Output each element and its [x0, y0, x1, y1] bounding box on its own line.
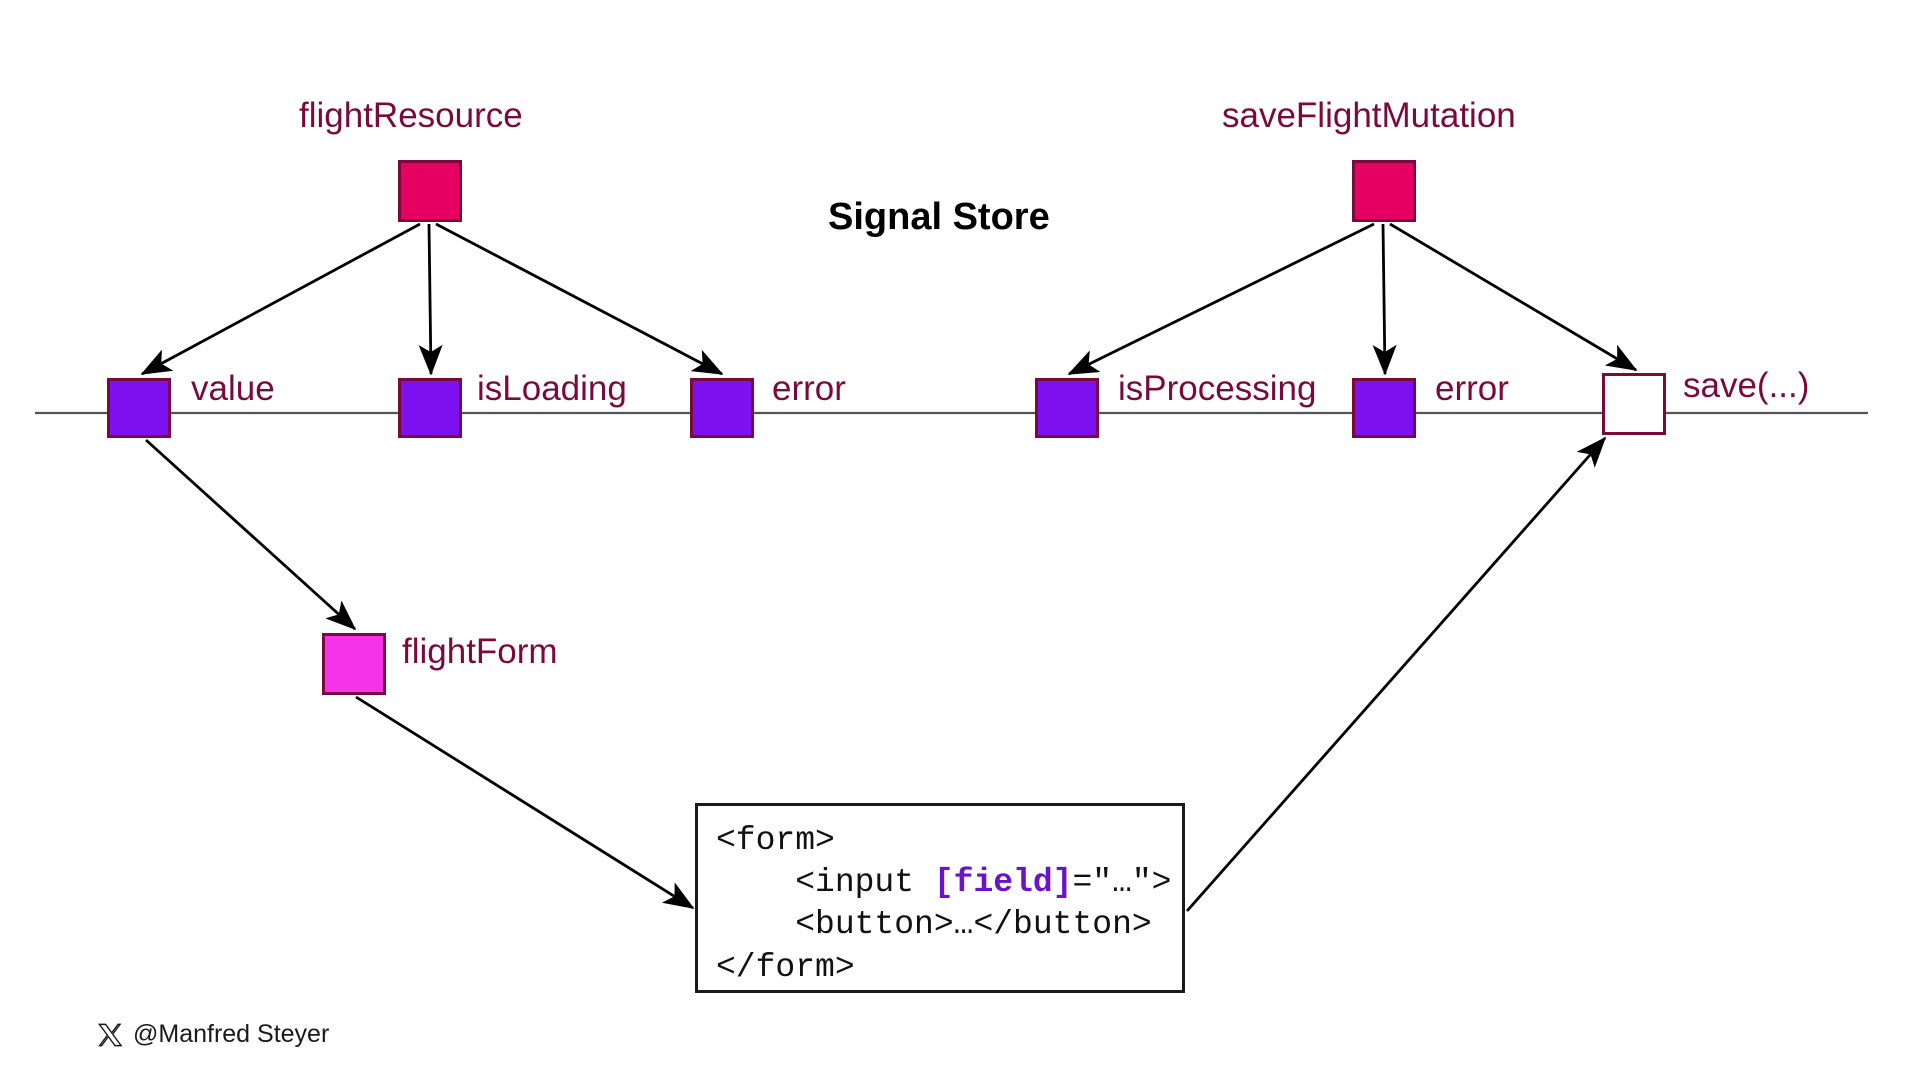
code-line: <form> [716, 820, 1164, 862]
arrow-code-to-save [1185, 436, 1607, 912]
node-isProcessing[interactable] [1035, 378, 1099, 438]
code-keyword: [field] [933, 864, 1073, 902]
node-errorRight[interactable] [1352, 378, 1416, 438]
code-text: <button>…</button> [716, 906, 1152, 944]
label-saveFlightMutation: saveFlightMutation [1222, 96, 1516, 135]
label-errorLeft: error [772, 369, 846, 408]
arrow-res-to-value [140, 222, 421, 376]
arrow-mut-to-error [1372, 223, 1397, 376]
node-save[interactable] [1602, 373, 1666, 435]
label-isProcessing: isProcessing [1118, 369, 1317, 408]
arrow-mut-to-isprocessing [1067, 222, 1375, 376]
arrow-res-to-error [435, 222, 724, 376]
footer-credit: @Manfred Steyer [97, 1020, 329, 1049]
x-logo-icon [97, 1022, 123, 1048]
code-line: <input [field]="…"> [716, 862, 1171, 904]
arrow-res-to-isloading [418, 223, 443, 376]
code-snippet-box: <form> <input [field]="…"> <button>…</bu… [695, 803, 1185, 993]
node-saveFlightMutation[interactable] [1352, 160, 1416, 222]
node-errorLeft[interactable] [690, 378, 754, 438]
node-value[interactable] [107, 378, 171, 438]
code-line: <button>…</button> [716, 904, 1164, 946]
node-flightForm[interactable] [322, 633, 386, 695]
arrow-value-to-form [145, 438, 357, 631]
label-isLoading: isLoading [477, 369, 627, 408]
code-text: <input [716, 864, 934, 902]
code-text: ="…"> [1072, 864, 1172, 902]
label-save: save(...) [1683, 366, 1810, 405]
page-title: Signal Store [828, 196, 1050, 238]
arrow-mut-to-save [1389, 222, 1638, 372]
label-errorRight: error [1435, 369, 1509, 408]
footer-handle: @Manfred Steyer [133, 1020, 330, 1048]
code-text: </form> [716, 948, 855, 986]
arrow-form-to-code [355, 695, 695, 910]
label-flightForm: flightForm [402, 632, 558, 671]
label-flightResource: flightResource [299, 96, 523, 135]
code-line: </form> [716, 947, 1164, 989]
node-flightResource[interactable] [398, 160, 462, 222]
label-value: value [191, 369, 275, 408]
node-isLoading[interactable] [398, 378, 462, 438]
code-text: <form> [716, 822, 835, 859]
